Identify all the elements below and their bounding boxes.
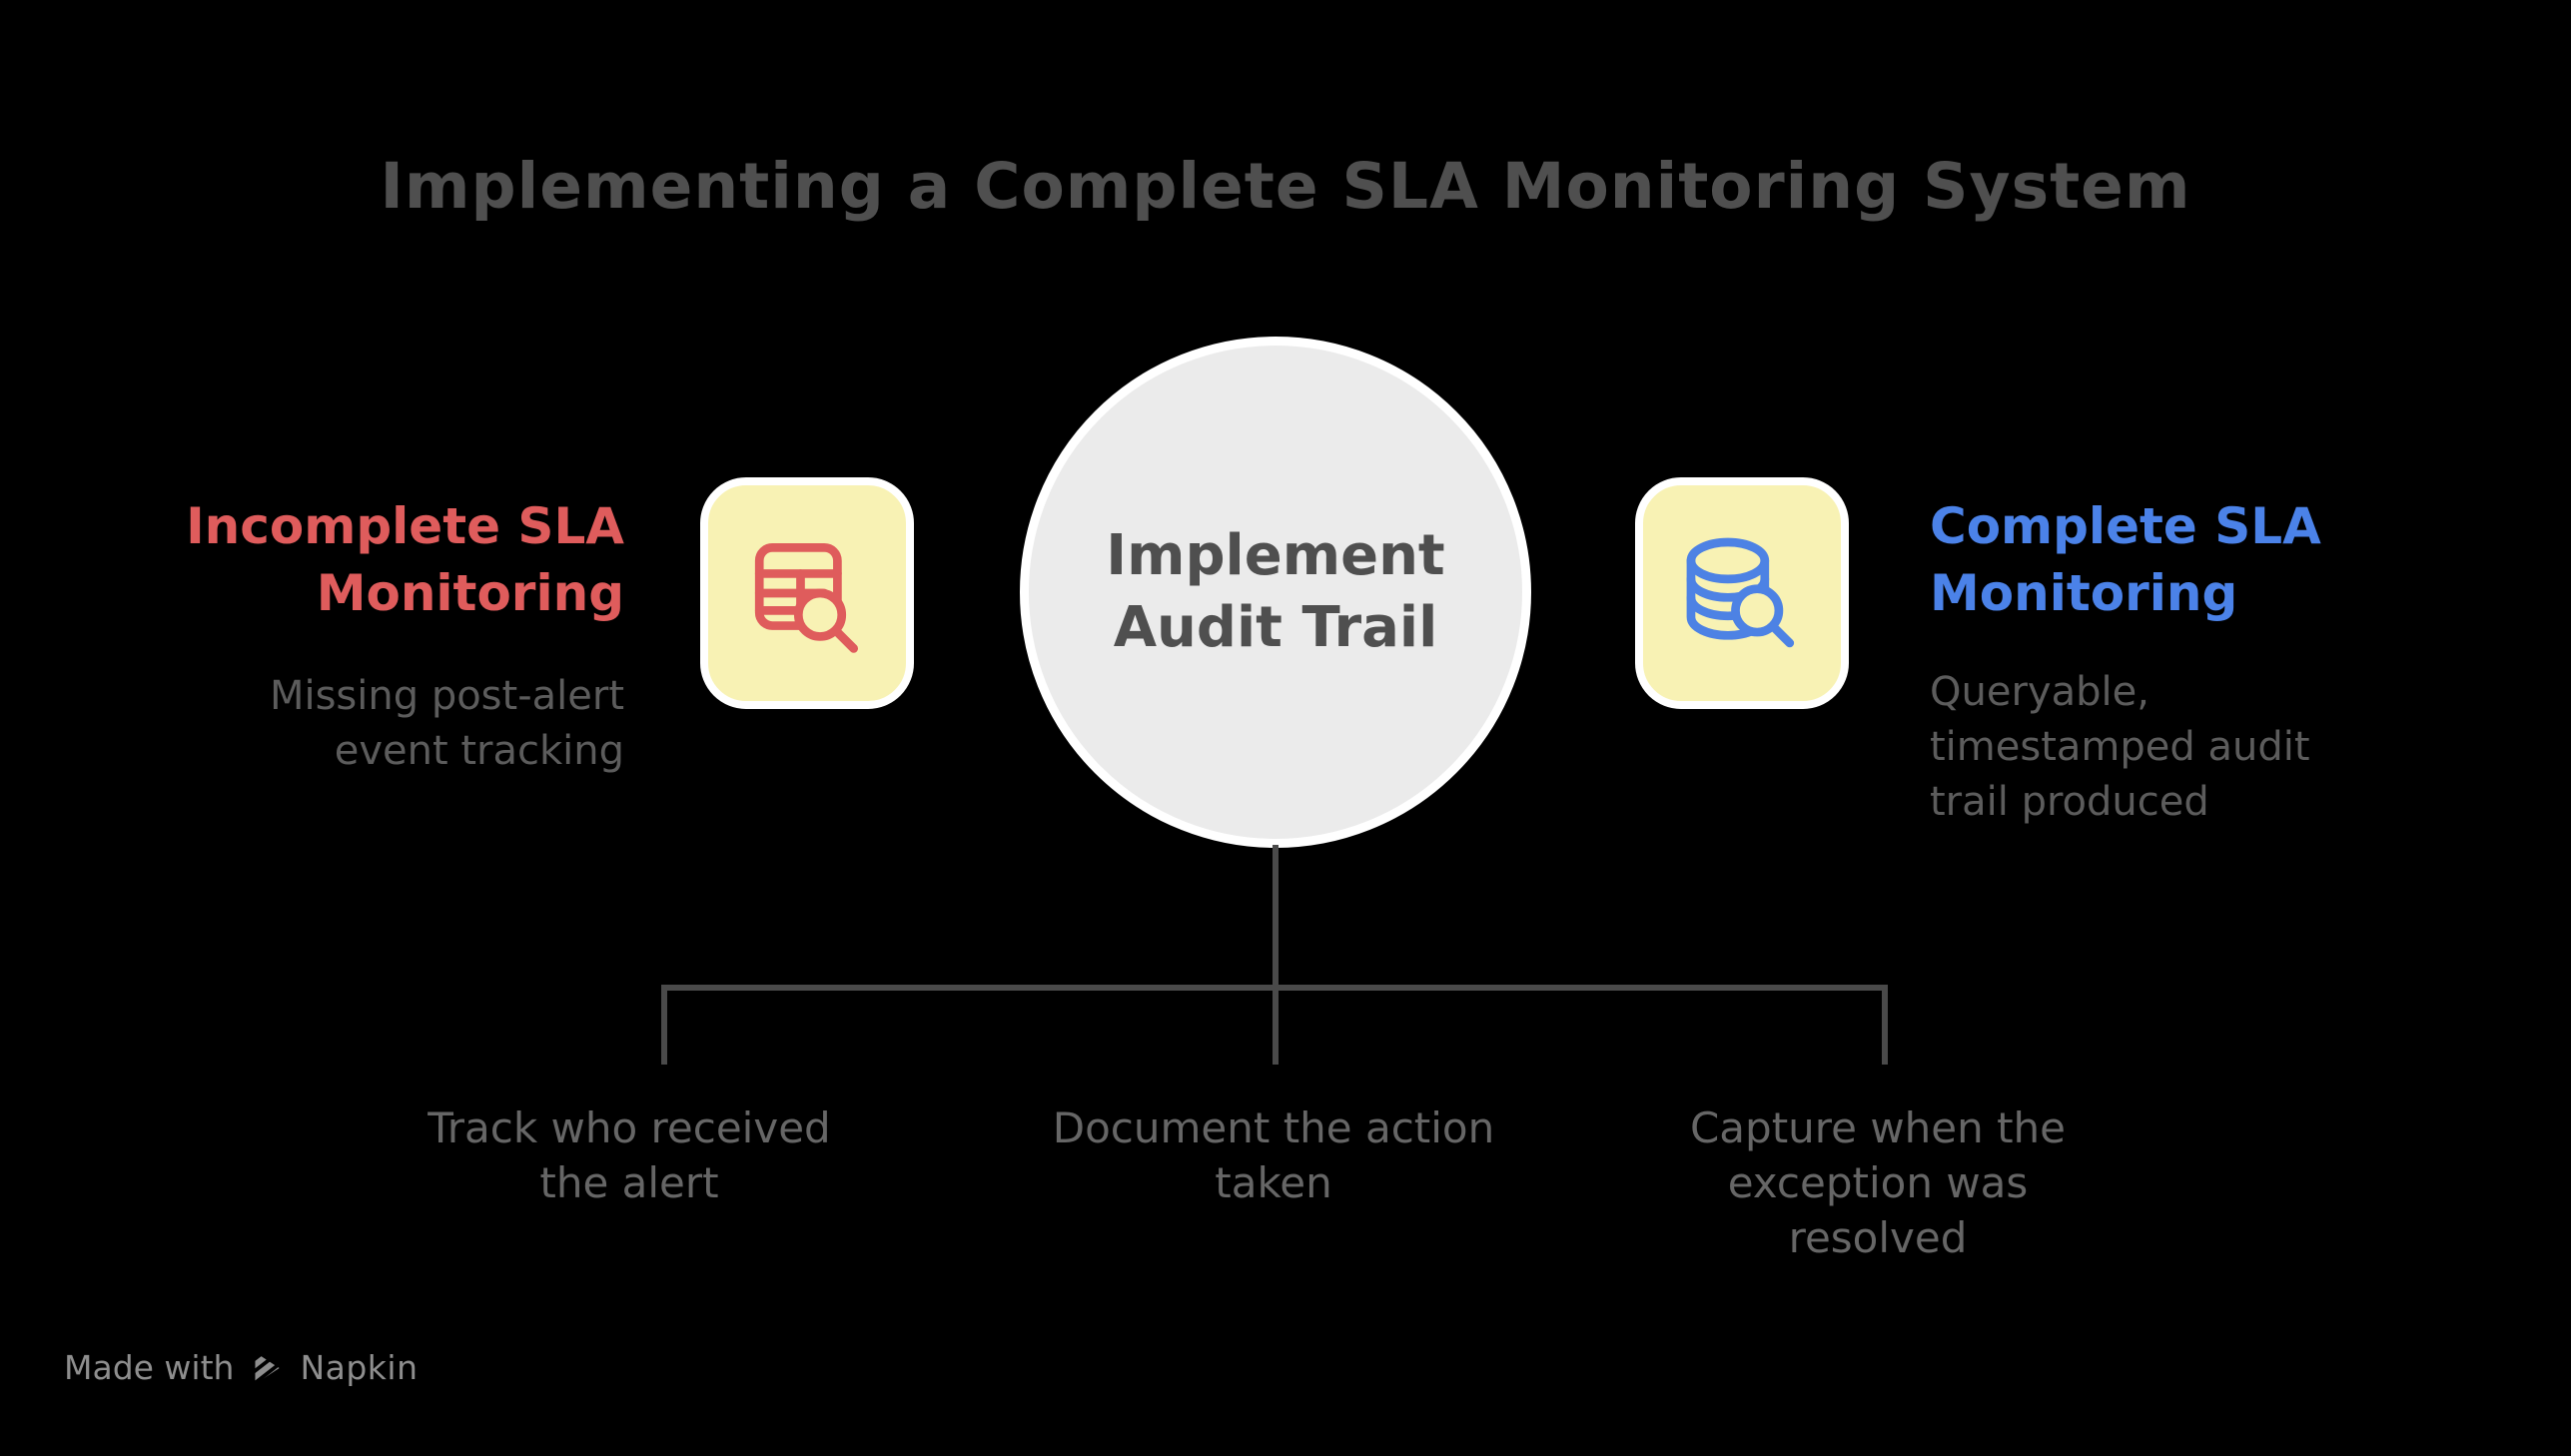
left-node-title-line-2: Monitoring (316, 564, 624, 622)
center-node-title-line-2: Audit Trail (1113, 595, 1438, 660)
center-node: Implement Audit Trail (1020, 337, 1531, 848)
table-search-icon (731, 517, 883, 669)
right-node-subtitle: Queryable, timestamped audit trail produ… (1930, 665, 2529, 830)
right-node-subtitle-line-3: trail produced (1930, 779, 2209, 825)
left-node-title-line-1: Incomplete SLA (186, 497, 624, 555)
connector-tick-left (661, 985, 667, 1065)
branch-label-1: Track who received the alert (390, 1100, 869, 1210)
branch-3-line-3: resolved (1788, 1213, 1968, 1262)
left-node-subtitle-line-1: Missing post-alert (269, 673, 624, 719)
left-node-subtitle-line-2: event tracking (334, 728, 624, 774)
right-node-title-line-2: Monitoring (1930, 564, 2238, 622)
branch-label-3: Capture when the exception was resolved (1638, 1100, 2118, 1265)
branch-2-line-1: Document the action (1052, 1103, 1495, 1152)
watermark: Made with Napkin (64, 1348, 419, 1387)
left-node-icon-card (700, 477, 914, 709)
database-search-icon (1666, 517, 1818, 669)
branch-1-line-1: Track who received (428, 1103, 831, 1152)
right-node-icon-card (1635, 477, 1849, 709)
center-node-title-line-1: Implement (1106, 523, 1445, 588)
watermark-brand: Napkin (300, 1348, 419, 1387)
connector-stem (1273, 845, 1279, 1065)
diagram-title: Implementing a Complete SLA Monitoring S… (380, 150, 2191, 223)
left-node-subtitle: Missing post-alert event tracking (100, 669, 624, 779)
right-node-title-line-1: Complete SLA (1930, 497, 2321, 555)
branch-1-line-2: the alert (539, 1158, 719, 1207)
connector-tick-right (1882, 985, 1888, 1065)
branch-3-line-2: exception was (1727, 1158, 2029, 1207)
watermark-made-with: Made with (64, 1348, 235, 1387)
branch-2-line-2: taken (1215, 1158, 1332, 1207)
napkin-logo (248, 1349, 286, 1387)
connector-horizontal-bar (661, 985, 1888, 991)
branch-label-2: Document the action taken (1034, 1100, 1513, 1210)
left-node-title: Incomplete SLA Monitoring (100, 493, 624, 627)
branch-3-line-1: Capture when the (1689, 1103, 2067, 1152)
right-node-title: Complete SLA Monitoring (1930, 493, 2529, 627)
right-node-subtitle-line-1: Queryable, (1930, 669, 2149, 715)
right-node-subtitle-line-2: timestamped audit (1930, 724, 2310, 770)
